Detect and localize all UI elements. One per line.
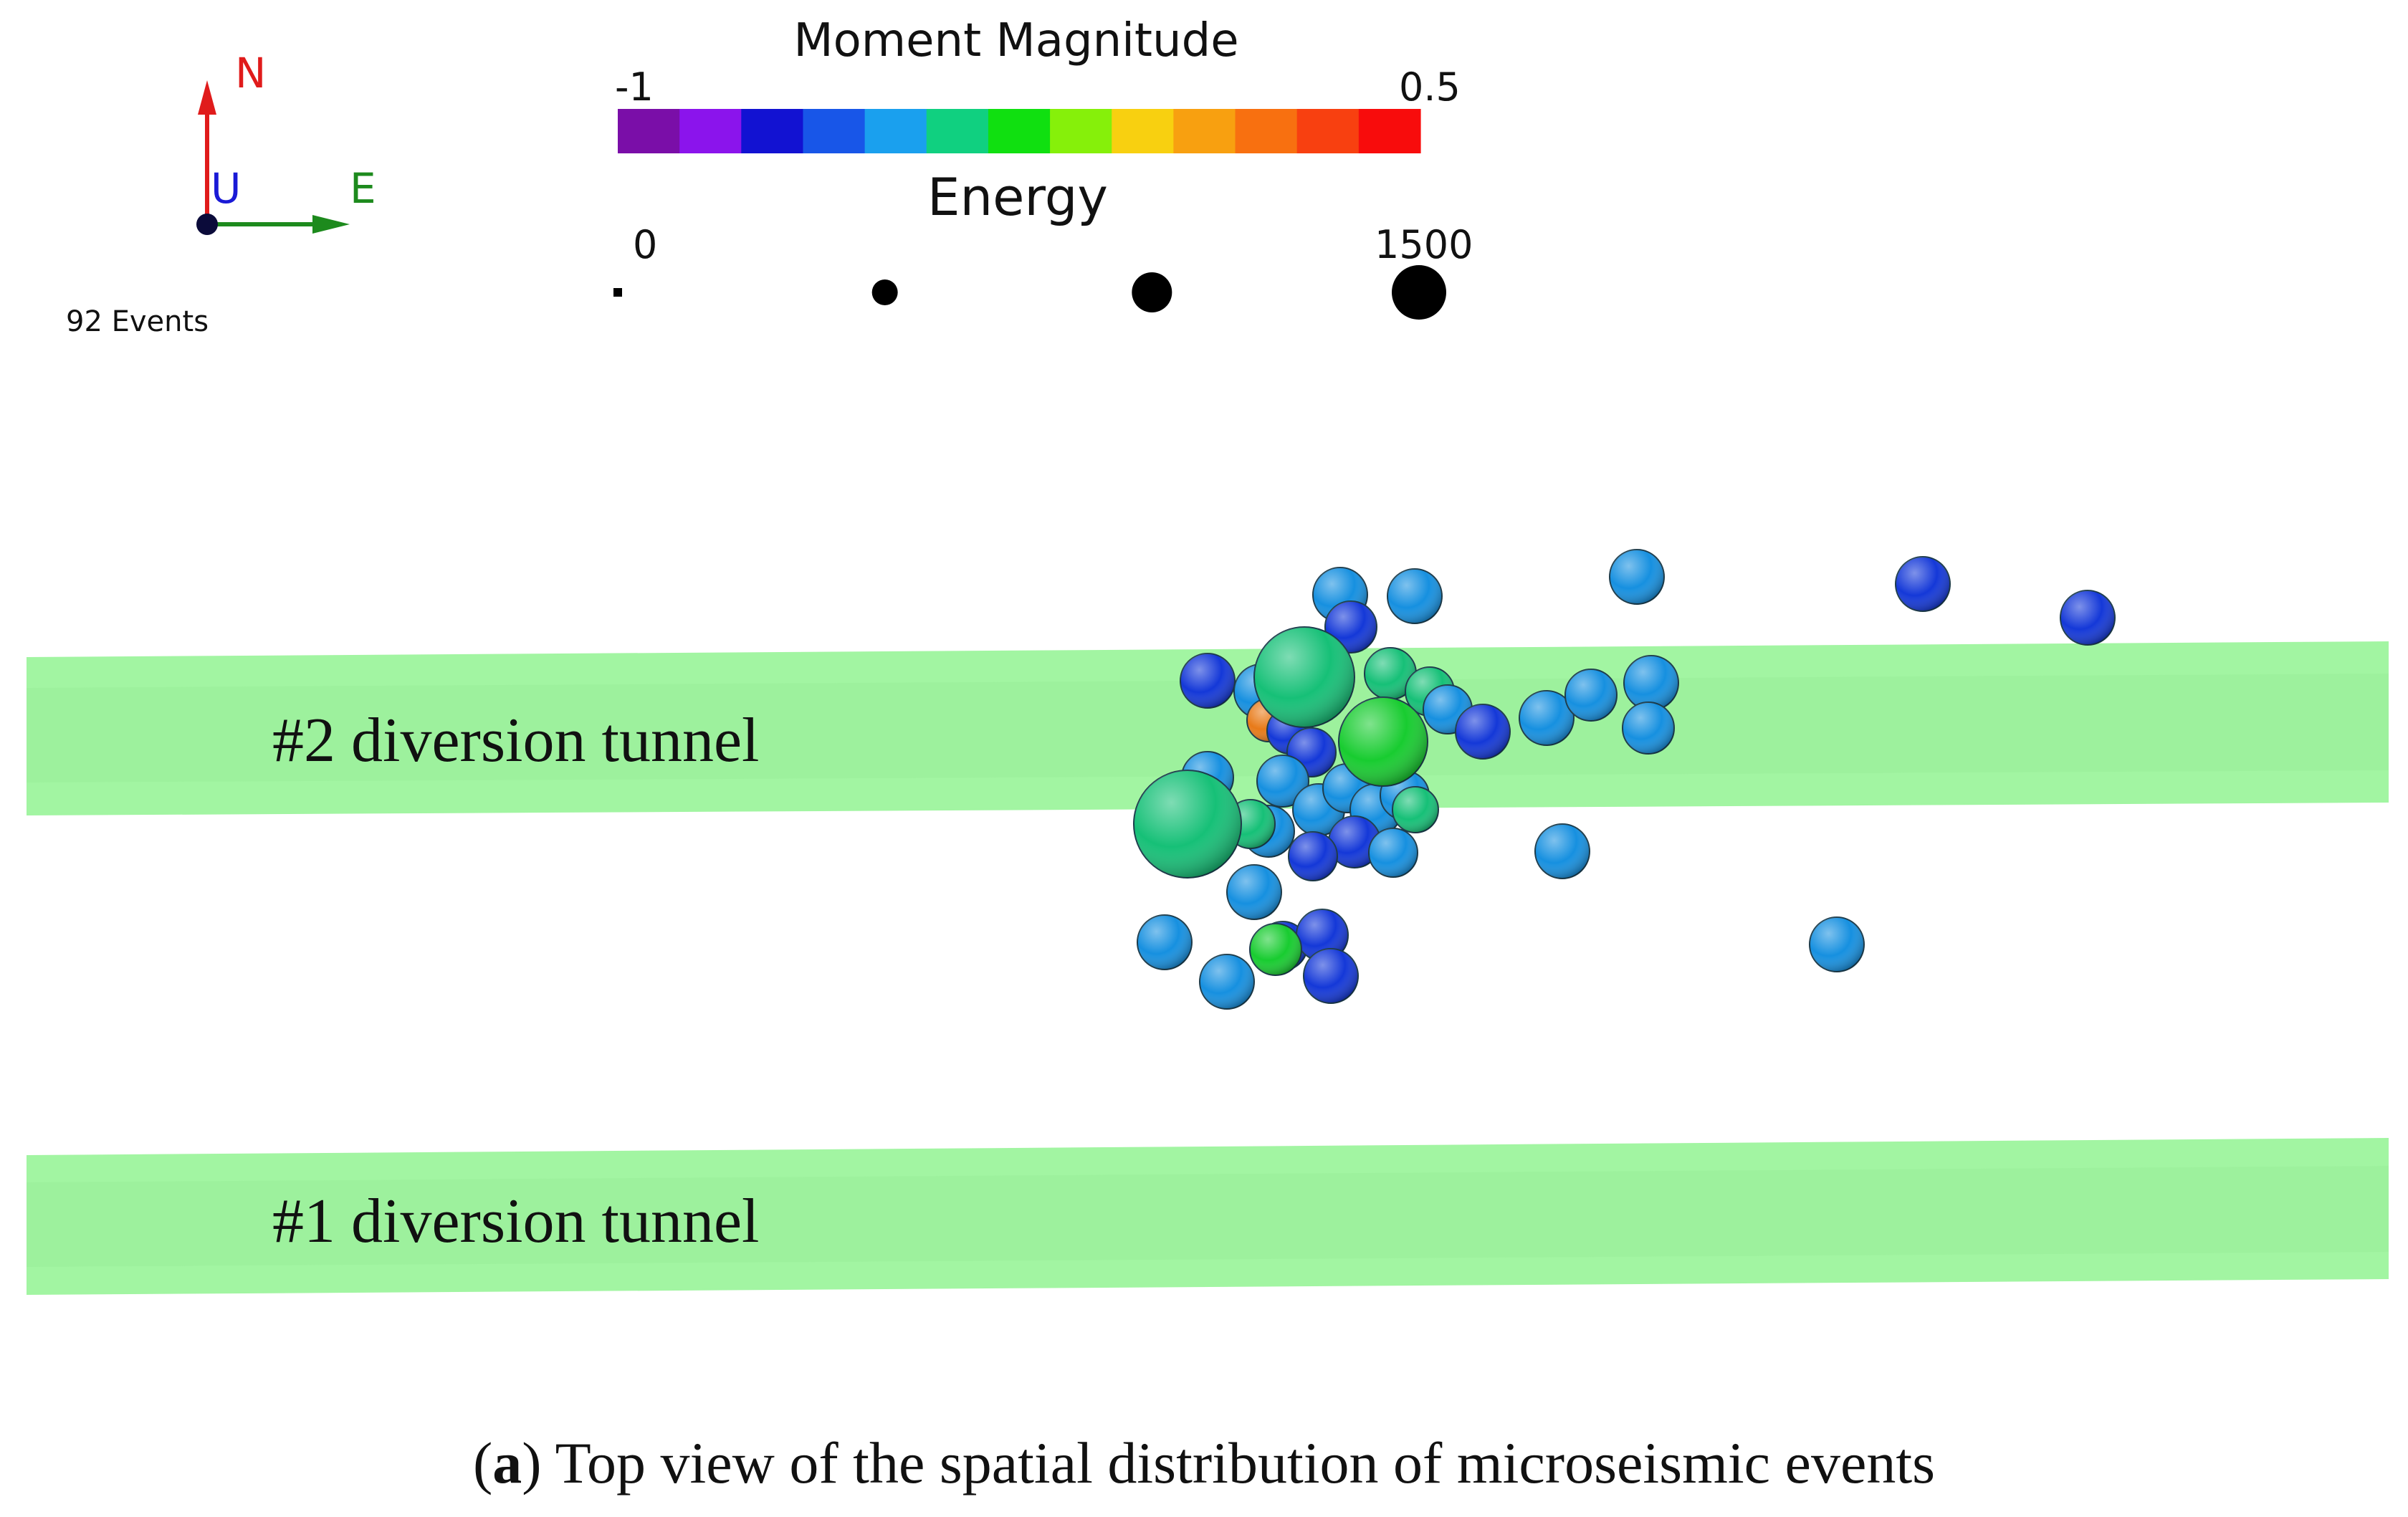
magnitude-min-label: -1: [615, 64, 654, 110]
event-sphere: [1368, 828, 1418, 878]
colorbar-segment: [1358, 109, 1421, 153]
colorbar-segment: [1050, 109, 1112, 153]
event-count: 92 Events: [66, 305, 209, 338]
up-label: U: [211, 164, 241, 213]
event-sphere: [1133, 770, 1242, 879]
colorbar-segment: [926, 109, 989, 153]
event-sphere: [2060, 590, 2116, 646]
event-sphere: [1623, 655, 1679, 711]
event-sphere: [1387, 568, 1443, 624]
colorbar-segment: [679, 109, 742, 153]
event-sphere: [1137, 914, 1193, 970]
figure-caption: (a) Top view of the spatial distribution…: [472, 1430, 1936, 1496]
event-sphere: [1392, 786, 1439, 833]
event-sphere: [1809, 917, 1865, 972]
event-sphere: [1303, 948, 1359, 1004]
event-sphere: [1609, 549, 1665, 605]
energy-min-label: 0: [633, 222, 657, 267]
magnitude-legend: Moment Magnitude -1 0.5: [615, 14, 1461, 153]
energy-scale-dot: [1132, 272, 1172, 312]
colorbar-segment: [988, 109, 1051, 153]
east-arrow-icon: [312, 215, 350, 234]
north-label: N: [235, 49, 266, 97]
event-sphere: [1249, 923, 1302, 976]
event-sphere: [1253, 626, 1355, 728]
event-sphere: [1622, 702, 1675, 755]
compass: N U E: [196, 49, 376, 235]
origin-dot: [196, 214, 218, 235]
event-sphere: [1564, 669, 1618, 722]
magnitude-legend-title: Moment Magnitude: [793, 14, 1238, 67]
energy-size-scale: [613, 265, 1446, 320]
event-sphere: [1895, 556, 1951, 612]
caption-letter: a: [492, 1430, 522, 1496]
tunnel-1-highlight: [27, 1166, 2389, 1267]
colorbar-segment: [864, 109, 927, 153]
event-sphere: [1256, 755, 1309, 808]
tunnel-2-highlight: [27, 674, 2389, 783]
tunnel-2: [27, 641, 2389, 815]
colorbar-segment: [1112, 109, 1174, 153]
event-sphere: [1199, 954, 1255, 1010]
event-sphere: [1296, 909, 1349, 962]
event-sphere: [1328, 815, 1381, 868]
microseismic-events: [1133, 549, 2116, 1010]
event-sphere: [1455, 704, 1511, 760]
event-sphere: [1519, 690, 1575, 746]
event-sphere: [1534, 823, 1590, 879]
energy-scale-dot: [613, 288, 622, 297]
tunnel-2-label: #2 diversion tunnel: [272, 706, 759, 775]
east-label: E: [350, 164, 376, 213]
colorbar-segment: [1173, 109, 1236, 153]
north-arrow-icon: [198, 80, 216, 115]
tunnel-1: [27, 1138, 2389, 1295]
energy-max-label: 1500: [1375, 222, 1473, 267]
event-sphere: [1288, 831, 1338, 881]
colorbar-segment: [1296, 109, 1360, 153]
colorbar-segment: [803, 109, 866, 153]
energy-scale-dot: [1392, 265, 1446, 320]
colorbar-segment: [1235, 109, 1298, 153]
magnitude-colorbar: [618, 109, 1421, 153]
energy-scale-dot: [871, 279, 898, 305]
event-sphere: [1338, 697, 1428, 787]
energy-legend: Energy 0 1500: [613, 167, 1473, 320]
event-sphere: [1226, 864, 1282, 920]
colorbar-segment: [741, 109, 804, 153]
caption-text: Top view of the spatial distribution of …: [541, 1430, 1936, 1496]
colorbar-segment: [618, 109, 680, 153]
magnitude-max-label: 0.5: [1399, 64, 1461, 110]
energy-legend-title: Energy: [927, 167, 1108, 227]
tunnel-1-label: #1 diversion tunnel: [272, 1187, 759, 1256]
event-sphere: [1180, 653, 1236, 709]
